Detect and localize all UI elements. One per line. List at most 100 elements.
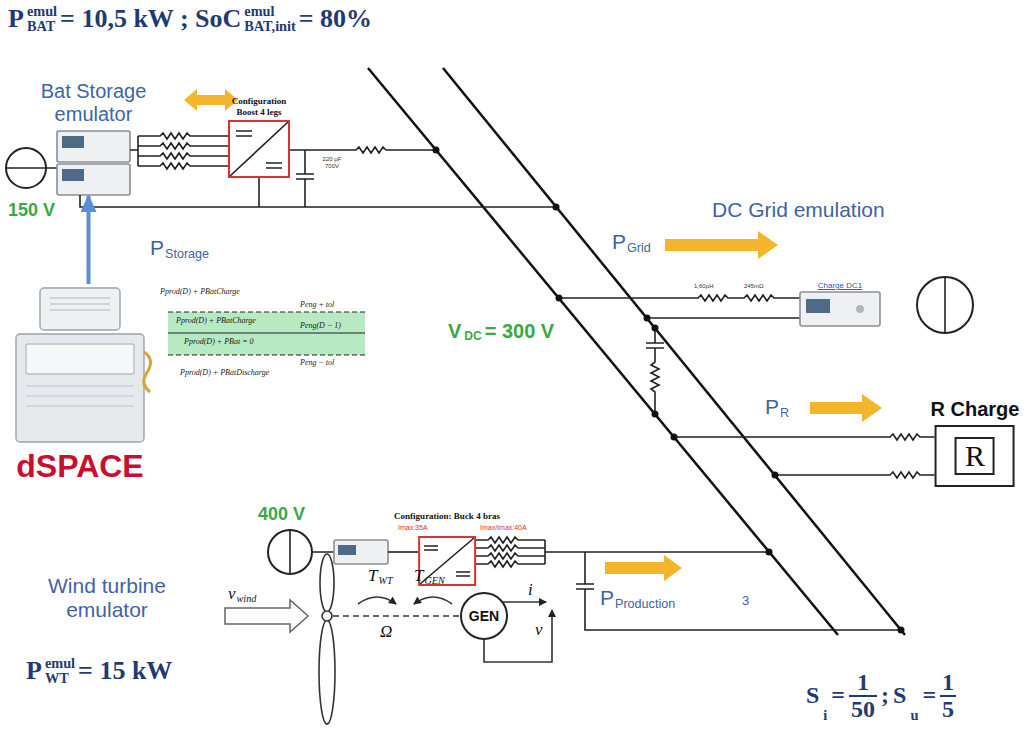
source-wire — [6, 167, 57, 169]
turbine-blade — [320, 554, 334, 612]
label-group: PemulBAT= 10,5 kW ; SoCemulBAT,init= 80% — [8, 4, 372, 34]
dspace-controller: dSPACE — [14, 284, 146, 485]
turbine-hub — [322, 611, 332, 621]
junction-dot — [556, 295, 563, 302]
label-text: P — [8, 4, 24, 34]
node-heading: Bat Storage emulator — [31, 80, 156, 126]
power-arrow — [605, 555, 682, 581]
label-text: v — [535, 620, 543, 640]
script-stack: emulWT — [45, 656, 75, 686]
label-text: V — [448, 320, 461, 343]
label-text: Imax/Imax:40A — [480, 524, 527, 532]
label-group: PR — [765, 395, 789, 419]
label-group: DC Grid emulation — [712, 198, 885, 222]
subscript: WT — [45, 671, 69, 686]
electronic-load — [800, 292, 880, 326]
inductor-legs — [130, 133, 228, 169]
return-wire — [80, 178, 556, 207]
torque-arrow — [358, 597, 396, 604]
label-group: Imax/Imax:40A — [480, 524, 527, 532]
label-text: v — [228, 584, 236, 604]
device-grille — [26, 386, 134, 406]
dc-grid-load: Charge DC1 — [800, 281, 880, 326]
junction-dot — [433, 147, 440, 154]
production-branch — [268, 530, 905, 634]
label-group: vwind — [228, 584, 256, 604]
label-text: = — [922, 682, 936, 710]
generator-label: GEN — [469, 608, 499, 624]
power-supply-unit — [57, 131, 130, 162]
boost-converter: Configuration Boost 4 legs — [223, 96, 295, 178]
resistive-load: R ChargeR — [931, 398, 1020, 487]
device-case — [16, 334, 144, 442]
source-mark — [944, 277, 946, 333]
battery-emulator: Bat Storage emulator — [31, 80, 156, 196]
label-group: v — [535, 620, 543, 640]
label-group: PProduction — [600, 586, 675, 610]
label-group: Peng(D − 1) — [300, 321, 341, 330]
subscript: BAT — [27, 19, 55, 34]
label-text: S — [806, 682, 819, 710]
label-text: P — [765, 395, 779, 419]
label-group: 150 V — [8, 200, 55, 221]
device-label: Charge DC1 — [818, 281, 862, 290]
cable — [144, 352, 151, 392]
inductor-legs — [476, 537, 769, 567]
device-grille — [50, 298, 110, 310]
device-outline — [14, 284, 146, 446]
label-group: Pprod(D) + PBatCharge — [160, 287, 240, 296]
label-text: 150 V — [8, 200, 55, 221]
device-outline — [57, 130, 130, 196]
label-text: P — [600, 586, 614, 610]
subscript: Grid — [627, 241, 651, 255]
converter-box — [228, 120, 290, 178]
label-group: Wind turbine emulator — [22, 574, 192, 622]
fraction-numerator: 1 — [942, 670, 954, 695]
label-text: = 300 V — [485, 320, 555, 343]
label-text: 1,60µH — [694, 283, 713, 290]
generator-circle: GEN — [460, 592, 508, 640]
superscript: emul — [45, 656, 75, 671]
label-group: Peng − tol — [300, 358, 334, 367]
label-text: T — [414, 566, 423, 586]
wind-arrow — [225, 600, 308, 632]
label-group: TGEN — [414, 566, 445, 586]
label-group: TWT — [368, 566, 393, 586]
label-text: T — [368, 566, 377, 586]
junction-dot — [652, 411, 659, 418]
reference-line — [168, 332, 365, 333]
subscript: Production — [615, 597, 675, 611]
label-text: Pprod(D) + PBatCharge — [176, 316, 256, 325]
junction-dot — [644, 315, 651, 322]
label-text: Pprod(D) + PBatCharge — [160, 287, 240, 296]
turbine-blade — [319, 620, 335, 724]
control-band — [168, 312, 365, 355]
label-text: Peng − tol — [300, 358, 334, 367]
power-supply-unit — [57, 164, 130, 195]
power-supply-unit — [334, 540, 388, 564]
label-group: Pprod(D) + PBat = 0 — [184, 337, 254, 346]
converter-heading: Configuration: Buck 4 bras — [394, 511, 500, 521]
power-arrow — [810, 394, 882, 422]
script-stack: emulBAT,init — [244, 4, 296, 34]
power-arrow — [184, 89, 238, 111]
fraction-denominator: 50 — [849, 695, 877, 722]
label-group: 3 — [742, 594, 749, 609]
label-text: Peng + tol — [300, 300, 334, 309]
label-group: 245mΩ — [744, 283, 764, 290]
shaft — [333, 615, 460, 617]
tolerance-band — [168, 312, 365, 355]
label-text: Wind turbine emulator — [48, 574, 166, 621]
label-text: = 15 kW — [78, 656, 172, 686]
torque-arrow — [414, 597, 452, 604]
label-group: Pprod(D) + PBatCharge — [176, 316, 256, 325]
label-group: 220 µF 700V — [317, 156, 347, 170]
subscript: u — [910, 707, 918, 724]
bus-capacitor — [646, 328, 664, 414]
label-text: P — [612, 230, 626, 254]
label-group: PStorage — [150, 236, 209, 260]
